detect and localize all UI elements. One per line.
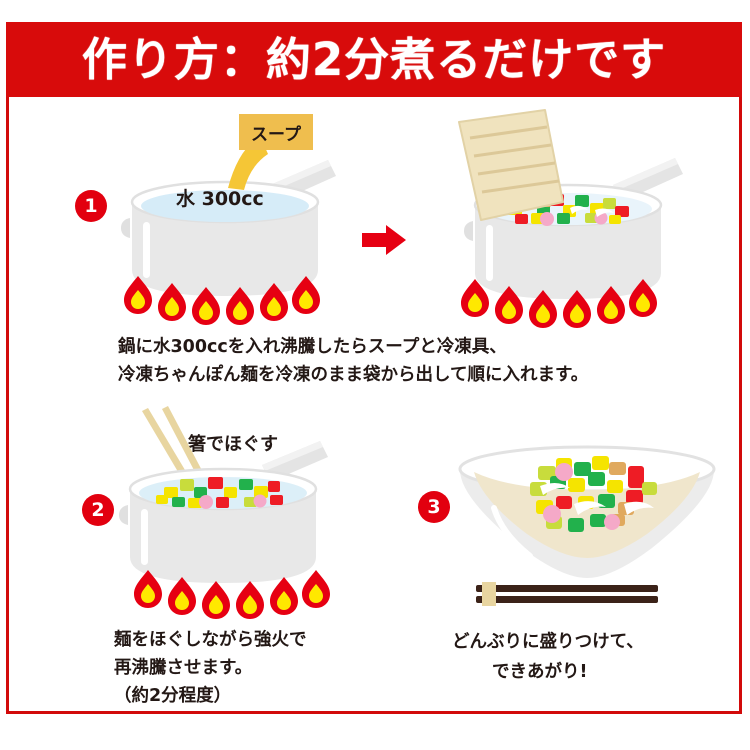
ingredients-icon	[156, 477, 283, 509]
step1-caption-line1: 鍋に水300ccを入れ沸騰したらスープと冷凍具、	[118, 337, 507, 357]
step2-caption-line1: 麺をほぐしながら強火で	[114, 630, 307, 650]
flame-icon	[495, 286, 523, 324]
flame-icon	[292, 276, 320, 314]
step2-caption-line2: 再沸騰させます。	[114, 658, 253, 678]
flame-icon	[192, 287, 220, 325]
flame-icon	[260, 283, 288, 321]
flame-icon	[226, 287, 254, 325]
page-title: 作り方：約2分煮るだけです	[81, 33, 667, 86]
flame-icon	[134, 570, 162, 608]
step3-caption-line2: できあがり!	[492, 662, 588, 682]
right-arrow-icon	[362, 222, 408, 258]
flame-icon	[158, 283, 186, 321]
burner-flames-step1	[118, 274, 320, 325]
burner-flames-step2	[128, 568, 330, 619]
stir-instruction-label: 箸でほぐす	[188, 434, 278, 455]
burner-flames-step1b	[455, 277, 657, 328]
step-badge-1: 1	[75, 190, 107, 222]
step-badge-3: 3	[418, 491, 450, 523]
flame-icon	[124, 276, 152, 314]
flame-icon	[302, 570, 330, 608]
pot-icon	[121, 180, 320, 296]
header-banner: 作り方：約2分煮るだけです	[6, 22, 742, 97]
chopsticks-icon	[472, 582, 662, 608]
flame-icon	[236, 581, 264, 619]
flame-icon	[461, 279, 489, 317]
step2-caption-line3: （約2分程度）	[114, 686, 232, 706]
flame-icon	[597, 286, 625, 324]
step2-pot-illustration	[112, 405, 362, 605]
ingredients-icon	[530, 456, 657, 532]
flame-icon	[629, 279, 657, 317]
step-badge-2: 2	[82, 494, 114, 526]
step3-caption-line1: どんぶりに盛りつけて、	[452, 632, 644, 652]
frozen-noodle-block-icon	[458, 109, 564, 221]
flame-icon	[202, 581, 230, 619]
soup-packet-label-box: スープ	[239, 114, 313, 150]
soup-packet-label: スープ	[251, 124, 301, 145]
flame-icon	[563, 290, 591, 328]
step1-pot-with-ingredients-illustration	[445, 109, 695, 330]
flame-icon	[168, 577, 196, 615]
flame-icon	[270, 577, 298, 615]
step1-caption-line2: 冷凍ちゃんぽん麺を冷凍のまま袋から出して順に入れます。	[118, 365, 589, 385]
water-amount-label: 水 300cc	[176, 188, 264, 210]
step3-bowl-illustration	[452, 438, 722, 598]
flame-icon	[529, 290, 557, 328]
